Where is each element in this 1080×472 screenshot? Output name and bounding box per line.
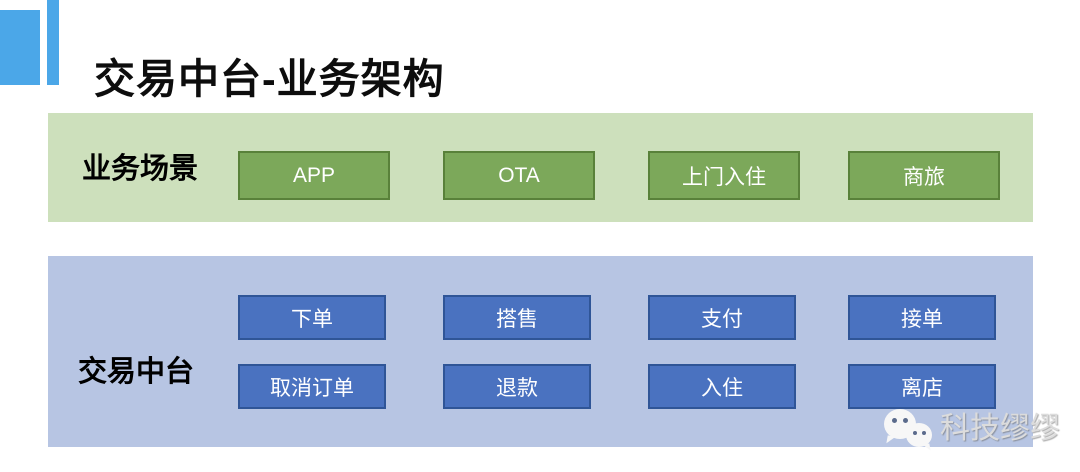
scenario-band-label: 业务场景	[82, 153, 199, 185]
scenario-item-walkin-checkin: 上门入住	[648, 151, 800, 200]
platform-item-payment: 支付	[648, 295, 796, 340]
platform-band-label: 交易中台	[78, 356, 195, 388]
watermark: 科技缪缪	[882, 401, 1060, 452]
platform-item-accept-order: 接单	[848, 295, 996, 340]
platform-item-cross-sell: 搭售	[443, 295, 591, 340]
wechat-icon	[882, 401, 936, 452]
platform-item-refund: 退款	[443, 364, 591, 409]
watermark-text: 科技缪缪	[940, 412, 1060, 445]
slide-title: 交易中台-业务架构	[94, 56, 445, 103]
scenario-band: 业务场景 APP OTA 上门入住 商旅	[48, 113, 1033, 222]
platform-band: 交易中台 下单 搭售 支付 接单 取消订单 退款 入住 离店	[48, 256, 1033, 447]
accent-bar-wide	[0, 10, 40, 85]
scenario-item-ota: OTA	[443, 151, 595, 200]
platform-item-check-out: 离店	[848, 364, 996, 409]
platform-item-cancel-order: 取消订单	[238, 364, 386, 409]
platform-item-place-order: 下单	[238, 295, 386, 340]
scenario-item-business-travel: 商旅	[848, 151, 1000, 200]
platform-item-check-in: 入住	[648, 364, 796, 409]
accent-bar-narrow	[47, 0, 59, 85]
wechat-bubble-small	[906, 423, 932, 452]
scenario-item-app: APP	[238, 151, 390, 200]
